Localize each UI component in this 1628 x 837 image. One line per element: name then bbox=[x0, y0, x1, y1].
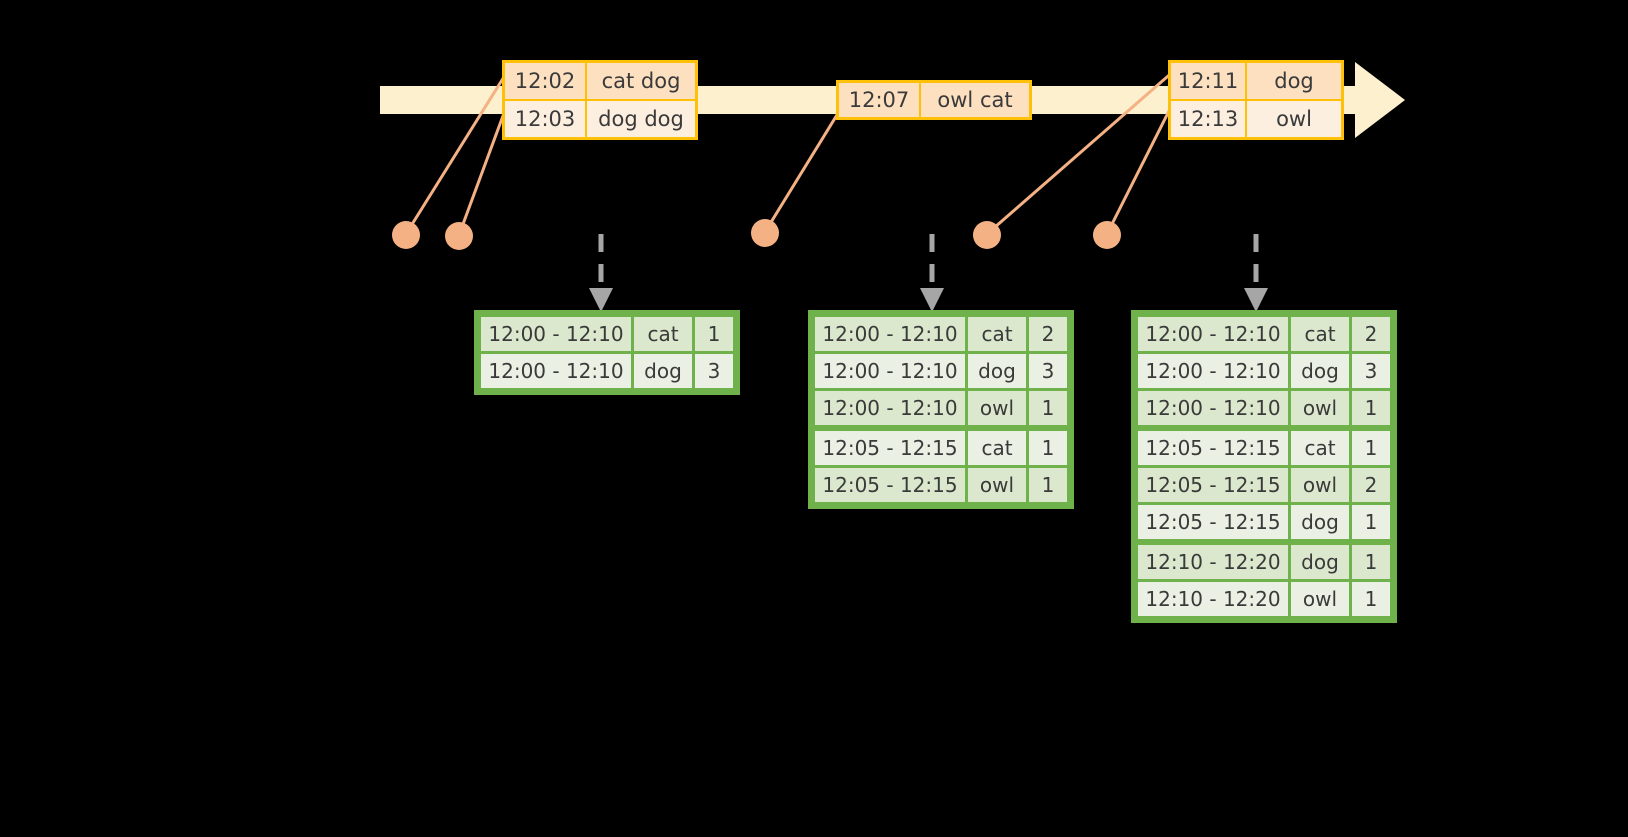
cell-count: 3 bbox=[1029, 354, 1067, 388]
connector-line-4 bbox=[986, 68, 1176, 236]
connector-line-3 bbox=[763, 109, 842, 233]
event-words: owl bbox=[1247, 101, 1341, 137]
cell-count: 1 bbox=[1352, 391, 1390, 425]
event-time: 12:02 bbox=[505, 63, 587, 99]
cell-word: dog bbox=[1291, 545, 1349, 579]
cell-word: cat bbox=[968, 317, 1026, 351]
event-row: 12:03 dog dog bbox=[505, 99, 695, 137]
cell-word: dog bbox=[634, 354, 692, 388]
emit-arrow-1-head bbox=[589, 288, 613, 312]
cell-count: 1 bbox=[1029, 431, 1067, 465]
cell-window: 12:05 - 12:15 bbox=[815, 431, 965, 465]
cell-count: 1 bbox=[1029, 391, 1067, 425]
cell-window: 12:05 - 12:15 bbox=[1138, 468, 1288, 502]
stream-dot-1 bbox=[392, 221, 420, 249]
cell-window: 12:05 - 12:15 bbox=[1138, 505, 1288, 539]
cell-word: cat bbox=[1291, 431, 1349, 465]
event-time: 12:07 bbox=[839, 83, 921, 117]
cell-window: 12:10 - 12:20 bbox=[1138, 582, 1288, 616]
cell-window: 12:05 - 12:15 bbox=[1138, 431, 1288, 465]
cell-count: 3 bbox=[695, 354, 733, 388]
event-time: 12:13 bbox=[1171, 101, 1247, 137]
event-time: 12:03 bbox=[505, 101, 587, 137]
cell-word: owl bbox=[968, 391, 1026, 425]
cell-count: 2 bbox=[1352, 468, 1390, 502]
cell-word: cat bbox=[634, 317, 692, 351]
cell-count: 1 bbox=[695, 317, 733, 351]
cell-window: 12:00 - 12:10 bbox=[1138, 317, 1288, 351]
stream-dot-2 bbox=[445, 222, 473, 250]
event-box-2[interactable]: 12:07 owl cat bbox=[836, 80, 1032, 120]
cell-count: 2 bbox=[1352, 317, 1390, 351]
cell-word: dog bbox=[1291, 354, 1349, 388]
emit-arrow-3-head bbox=[1244, 288, 1268, 312]
event-time: 12:11 bbox=[1171, 63, 1247, 99]
cell-count: 1 bbox=[1352, 582, 1390, 616]
event-box-1[interactable]: 12:02 cat dog 12:03 dog dog bbox=[502, 60, 698, 140]
stream-dot-3 bbox=[751, 219, 779, 247]
connector-line-5 bbox=[1105, 104, 1174, 235]
stream-dot-4 bbox=[973, 221, 1001, 249]
cell-window: 12:10 - 12:20 bbox=[1138, 545, 1288, 579]
event-words: cat dog bbox=[587, 63, 695, 99]
cell-count: 3 bbox=[1352, 354, 1390, 388]
cell-count: 1 bbox=[1352, 505, 1390, 539]
cell-word: dog bbox=[1291, 505, 1349, 539]
event-box-3[interactable]: 12:11 dog 12:13 owl bbox=[1168, 60, 1344, 140]
cell-word: cat bbox=[1291, 317, 1349, 351]
stream-dot-5 bbox=[1093, 221, 1121, 249]
cell-count: 1 bbox=[1029, 468, 1067, 502]
connector-line-1 bbox=[404, 71, 509, 235]
cell-window: 12:00 - 12:10 bbox=[1138, 354, 1288, 388]
cell-word: owl bbox=[1291, 468, 1349, 502]
cell-word: cat bbox=[968, 431, 1026, 465]
cell-word: dog bbox=[968, 354, 1026, 388]
cell-count: 1 bbox=[1352, 545, 1390, 579]
cell-word: owl bbox=[1291, 391, 1349, 425]
event-words: dog dog bbox=[587, 101, 695, 137]
emit-arrow-2-head bbox=[920, 288, 944, 312]
cell-window: 12:00 - 12:10 bbox=[1138, 391, 1288, 425]
event-row: 12:11 dog bbox=[1171, 63, 1341, 99]
cell-window: 12:00 - 12:10 bbox=[481, 354, 631, 388]
event-row: 12:02 cat dog bbox=[505, 63, 695, 99]
cell-window: 12:00 - 12:10 bbox=[815, 354, 965, 388]
event-row: 12:13 owl bbox=[1171, 99, 1341, 137]
cell-window: 12:00 - 12:10 bbox=[815, 317, 965, 351]
cell-window: 12:00 - 12:10 bbox=[481, 317, 631, 351]
event-words: dog bbox=[1247, 63, 1341, 99]
cell-word: owl bbox=[1291, 582, 1349, 616]
cell-window: 12:05 - 12:15 bbox=[815, 468, 965, 502]
event-words: owl cat bbox=[921, 83, 1029, 117]
event-row: 12:07 owl cat bbox=[839, 83, 1029, 117]
connector-line-2 bbox=[457, 104, 509, 236]
cell-count: 2 bbox=[1029, 317, 1067, 351]
cell-window: 12:00 - 12:10 bbox=[815, 391, 965, 425]
cell-count: 1 bbox=[1352, 431, 1390, 465]
cell-word: owl bbox=[968, 468, 1026, 502]
